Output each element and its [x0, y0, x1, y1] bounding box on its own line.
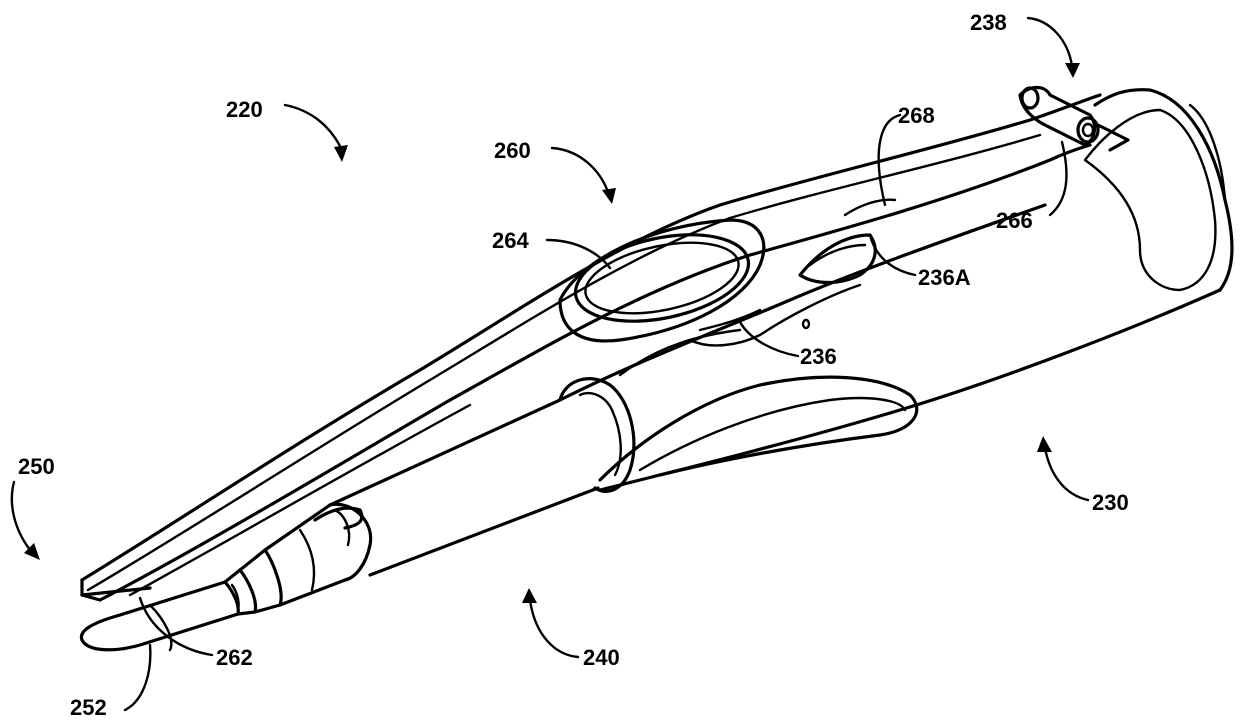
ref-262: 262 — [140, 598, 253, 670]
svg-text:268: 268 — [898, 103, 935, 128]
shaft — [81, 400, 598, 650]
ref-260: 260 — [494, 138, 616, 204]
vent-hole — [803, 320, 809, 328]
svg-text:264: 264 — [492, 228, 529, 253]
ref-220: 220 — [226, 97, 348, 162]
svg-text:236A: 236A — [918, 265, 971, 290]
svg-text:262: 262 — [216, 645, 253, 670]
svg-text:250: 250 — [18, 454, 55, 479]
ref-238: 238 — [970, 10, 1080, 78]
clamp-arm — [82, 95, 1100, 600]
svg-text:240: 240 — [583, 645, 620, 670]
svg-text:266: 266 — [996, 208, 1033, 233]
svg-text:236: 236 — [800, 344, 837, 369]
ref-236: 236 — [740, 322, 837, 369]
ref-264: 264 — [492, 228, 610, 268]
svg-text:230: 230 — [1092, 490, 1129, 515]
ref-250: 250 — [12, 454, 55, 560]
svg-text:238: 238 — [970, 10, 1007, 35]
ref-230: 230 — [1037, 436, 1129, 515]
svg-text:260: 260 — [494, 138, 531, 163]
ref-252: 252 — [70, 645, 150, 720]
ref-240: 240 — [522, 588, 620, 670]
svg-text:252: 252 — [70, 695, 107, 720]
svg-text:220: 220 — [226, 97, 263, 122]
